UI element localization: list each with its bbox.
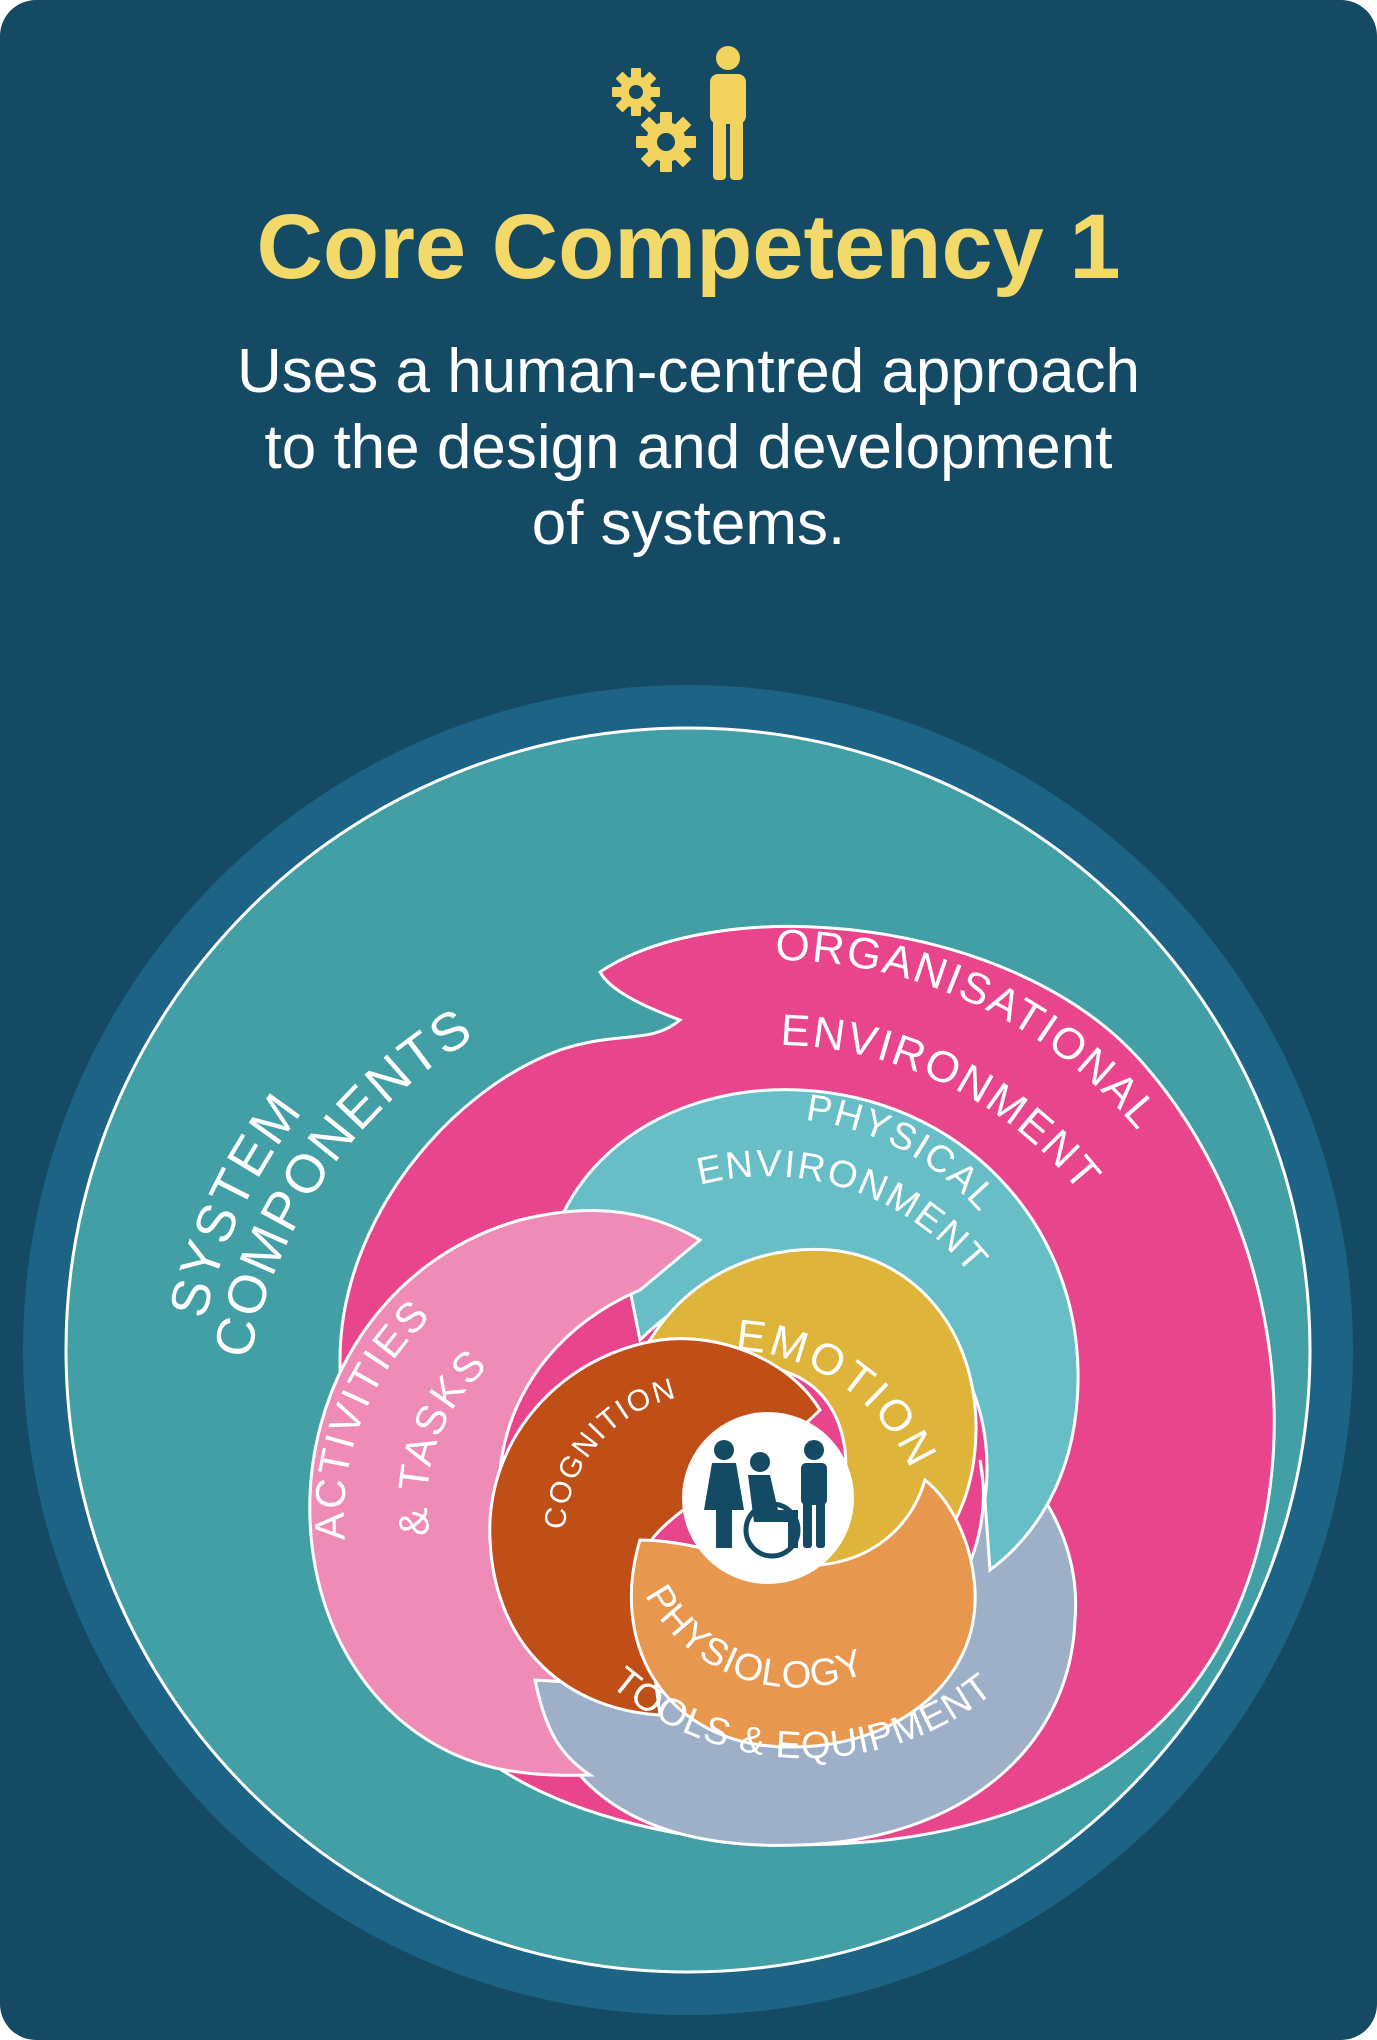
page-title: Core Competency 1 [256,196,1121,298]
gears-and-person-icon [600,44,780,184]
subtitle-line: Uses a human-centred approach [237,337,1140,406]
gear-icon [612,68,660,116]
systems-diagram: SYSTEM COMPONENTS ORGANISATIONAL ENVIRON… [23,685,1353,2015]
subtitle-line: to the design and development [264,413,1113,482]
subtitle-line: of systems. [531,489,846,558]
subtitle: Uses a human-centred approach to the des… [100,334,1277,562]
gear-icon [636,112,696,172]
person-icon [710,46,746,180]
people-with-wheelchair-icon [704,1440,827,1559]
